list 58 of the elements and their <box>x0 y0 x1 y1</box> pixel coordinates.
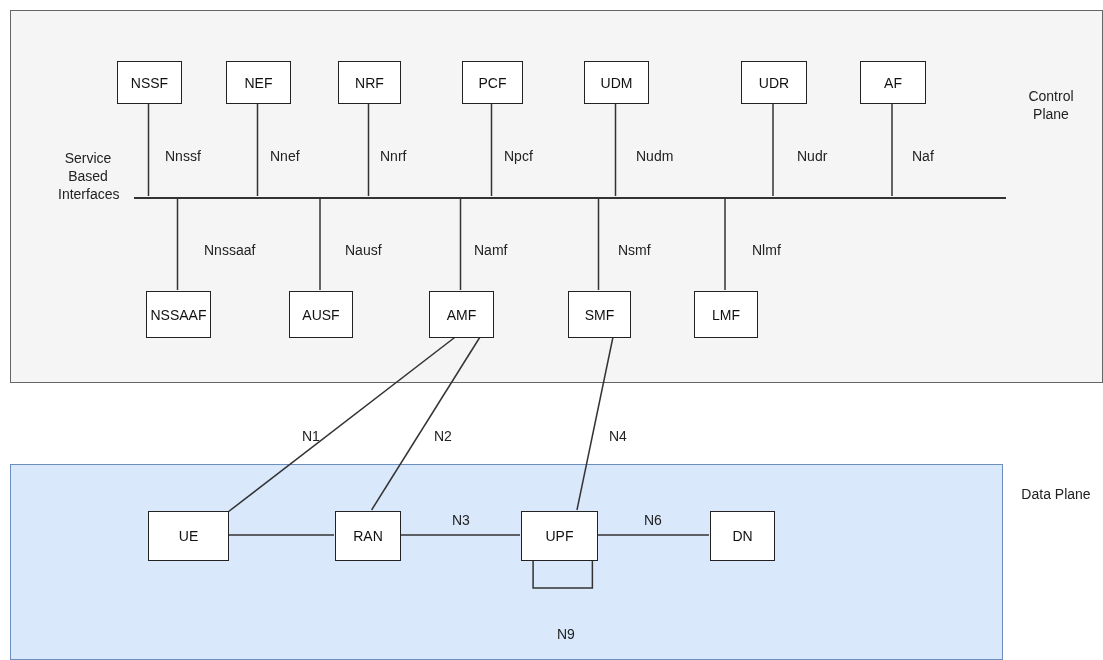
function-box: UDR <box>741 61 807 104</box>
function-box: AF <box>860 61 926 104</box>
interface-label: Nnssaaf <box>204 242 256 258</box>
function-box: NSSF <box>117 61 182 104</box>
interface-label: Namf <box>474 242 508 258</box>
connector-line <box>227 534 335 536</box>
connector-line <box>891 102 893 197</box>
interface-label: Nsmf <box>618 242 651 258</box>
interface-label: N9 <box>557 626 575 642</box>
connector-line <box>227 336 457 513</box>
function-box: SMF <box>568 291 631 338</box>
function-box: NRF <box>338 61 401 104</box>
function-box: DN <box>710 511 775 561</box>
side-label: Service Based Interfaces <box>58 149 118 204</box>
interface-label: Naf <box>912 148 934 164</box>
function-box: RAN <box>335 511 401 561</box>
interface-label: Nnef <box>270 148 300 164</box>
plane-region <box>10 10 1103 383</box>
interface-label: N2 <box>434 428 452 444</box>
interface-label: N6 <box>644 512 662 528</box>
interface-label: N4 <box>609 428 627 444</box>
function-box: UE <box>148 511 229 561</box>
connector-line <box>176 197 179 291</box>
interface-label: Nudr <box>797 148 828 164</box>
interface-label: Npcf <box>504 148 533 164</box>
function-box: NSSAAF <box>146 291 211 338</box>
connector-line <box>614 102 617 197</box>
connector-line <box>576 336 614 511</box>
interface-label: Nnssf <box>165 148 201 164</box>
connector-line <box>256 102 259 197</box>
connector-line <box>724 197 726 291</box>
plane-title: Data Plane <box>1020 485 1092 504</box>
connector-line <box>319 197 321 291</box>
interface-label: Nnrf <box>380 148 407 164</box>
function-box: AUSF <box>289 291 353 338</box>
connector-line <box>147 102 150 197</box>
interface-label: N3 <box>452 512 470 528</box>
connector-line <box>490 102 493 197</box>
connector-line <box>399 534 521 536</box>
function-box: UPF <box>521 511 598 561</box>
connector-line <box>532 559 594 589</box>
interface-label: Nudm <box>636 148 674 164</box>
connector-line <box>370 336 481 511</box>
function-box: AMF <box>429 291 494 338</box>
interface-label: Nausf <box>345 242 382 258</box>
interface-label: N1 <box>302 428 320 444</box>
plane-title: Control Plane <box>1027 87 1075 124</box>
function-box: LMF <box>694 291 758 338</box>
connector-line <box>367 102 370 197</box>
service-bus-line <box>134 197 1006 199</box>
function-box: NEF <box>226 61 291 104</box>
connector-line <box>459 197 462 291</box>
function-box: UDM <box>584 61 649 104</box>
connector-line <box>597 197 600 291</box>
connector-line <box>772 102 774 197</box>
interface-label: Nlmf <box>752 242 781 258</box>
function-box: PCF <box>462 61 523 104</box>
connector-line <box>596 534 710 536</box>
